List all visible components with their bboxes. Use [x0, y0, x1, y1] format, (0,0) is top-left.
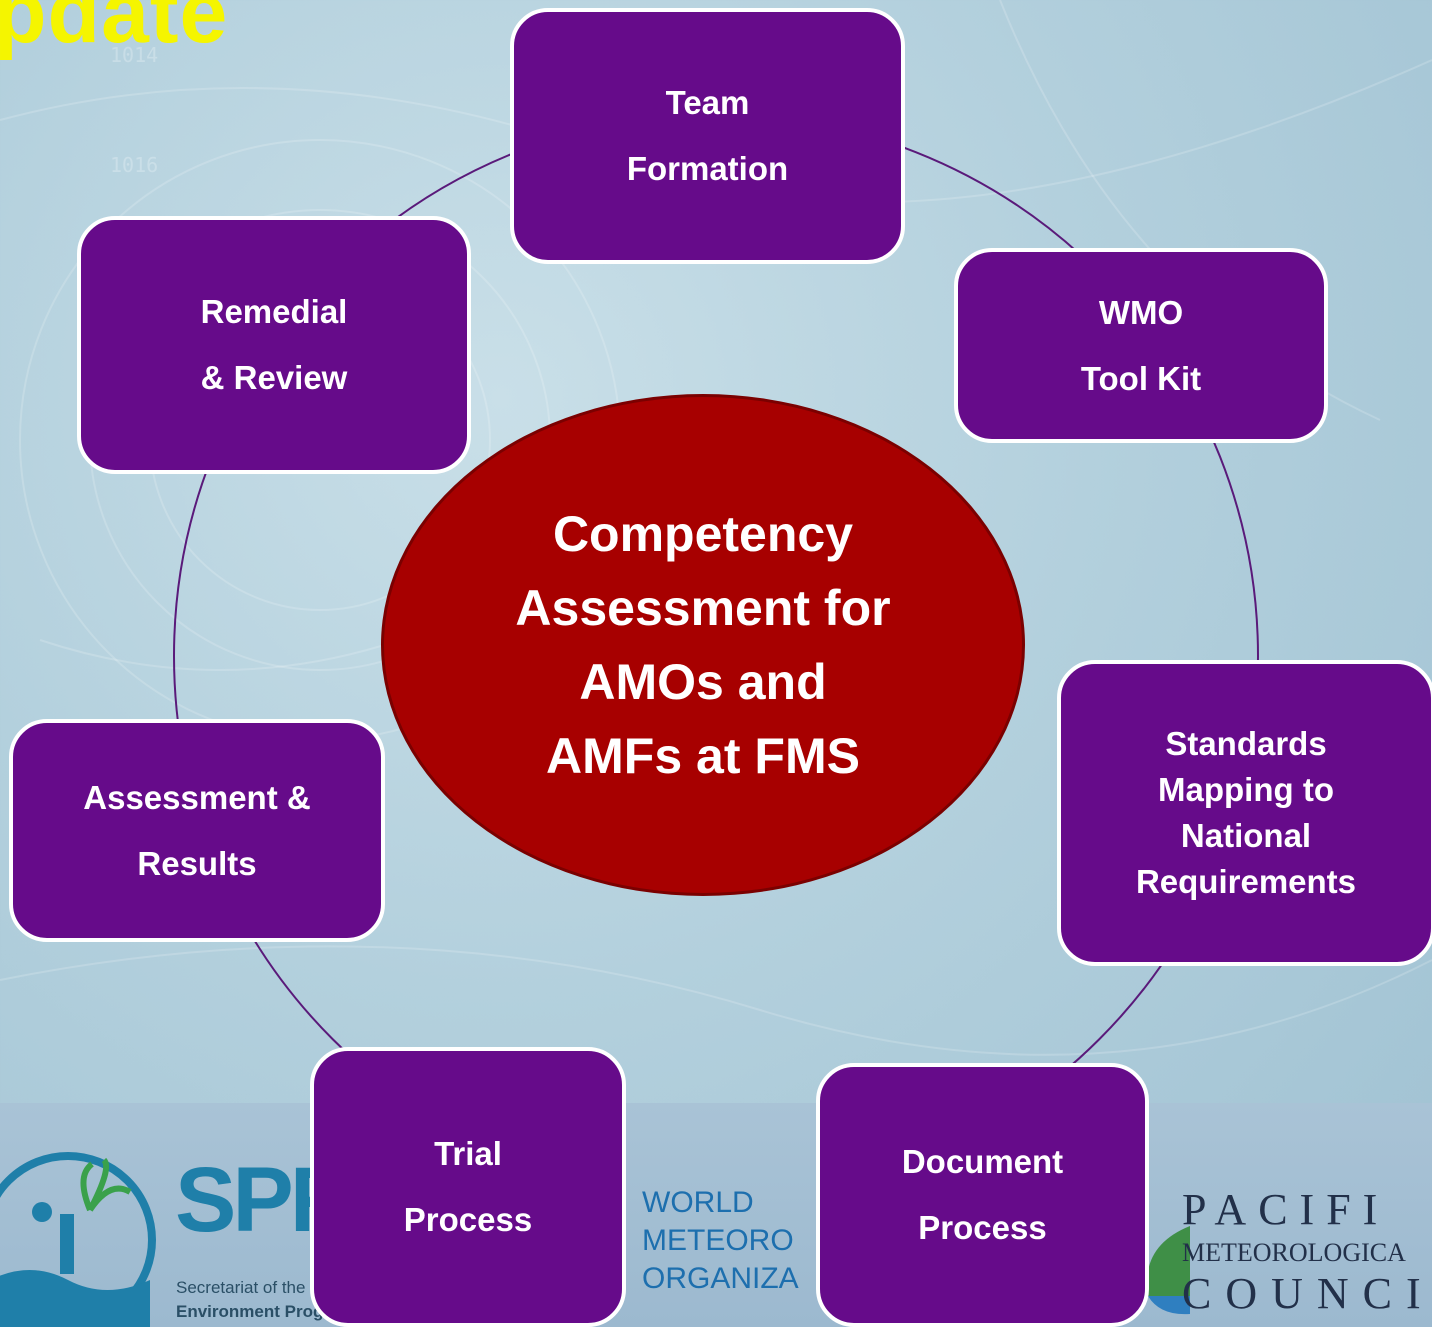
pmc-line-1: PACIFI: [1182, 1185, 1390, 1234]
step-wmo-tool-kit-line-2: Tool Kit: [1080, 359, 1202, 397]
step-standards-mapping: Standards Mapping to National Requiremen…: [1057, 660, 1432, 966]
step-team-formation: Team Formation: [510, 8, 905, 264]
pmc-logo: PACIFI METEOROLOGICA COUNCI: [1140, 1180, 1432, 1327]
pmc-line-3: COUNCI: [1182, 1269, 1432, 1318]
pmc-line-2: METEOROLOGICA: [1182, 1238, 1406, 1267]
sprep-logo: SPR Secretariat of the Environment Prog: [0, 1140, 356, 1327]
wmo-line-3: ORGANIZA: [642, 1262, 799, 1295]
step-trial-process-line-2: Process: [403, 1201, 533, 1238]
header-title: pdate: [0, 0, 229, 61]
center-line-1: Competency: [552, 506, 854, 562]
map-isobar-label-1: 1014: [110, 43, 158, 67]
step-document-process-line-2: Process: [918, 1209, 1047, 1246]
step-standards-mapping-line-1: Standards: [1165, 725, 1327, 762]
step-standards-mapping-line-3: National: [1180, 817, 1312, 854]
step-standards-mapping-line-4: Requirements: [1135, 863, 1357, 900]
step-document-process-line-1: Document: [901, 1143, 1064, 1180]
step-trial-process: Trial Process: [310, 1047, 626, 1327]
step-assessment-results-line-2: Results: [137, 844, 257, 882]
map-isobar-label-2: 1016: [110, 153, 158, 177]
step-remedial-review-line-2: & Review: [200, 359, 348, 396]
footer-logo-band: [0, 1103, 1432, 1327]
step-assessment-results-line-1: Assessment &: [83, 778, 311, 816]
step-wmo-tool-kit: WMO Tool Kit: [954, 248, 1328, 443]
pmc-emblem-icon: [1146, 1226, 1190, 1315]
center-line-2: Assessment for: [515, 580, 891, 636]
center-line-4: AMFs at FMS: [546, 728, 860, 784]
wmo-line-1: WORLD: [642, 1186, 754, 1219]
step-wmo-tool-kit-line-1: WMO: [1098, 293, 1184, 331]
center-topic-ellipse: Competency Assessment for AMOs and AMFs …: [381, 394, 1025, 896]
step-remedial-review-line-1: Remedial: [200, 293, 348, 330]
step-trial-process-line-1: Trial: [434, 1135, 502, 1172]
step-standards-mapping-line-2: Mapping to: [1158, 771, 1334, 808]
step-remedial-review: Remedial & Review: [77, 216, 471, 474]
sprep-subtitle-1: Secretariat of the: [176, 1278, 306, 1297]
step-team-formation-line-1: Team: [665, 84, 750, 121]
step-document-process: Document Process: [816, 1063, 1149, 1327]
sprep-subtitle-2: Environment Prog: [176, 1302, 324, 1321]
step-team-formation-line-2: Formation: [626, 150, 789, 187]
step-assessment-results: Assessment & Results: [9, 719, 385, 942]
center-line-3: AMOs and: [579, 654, 827, 710]
sprep-emblem-icon: [0, 1152, 156, 1327]
wmo-line-2: METEORO: [642, 1224, 794, 1257]
